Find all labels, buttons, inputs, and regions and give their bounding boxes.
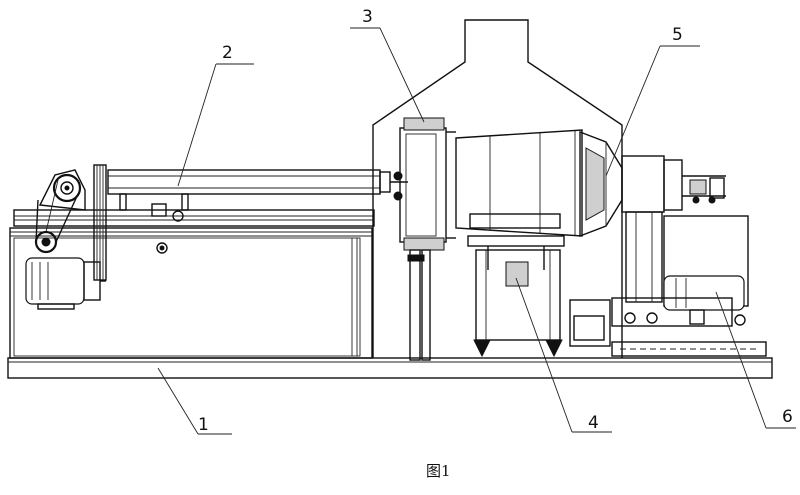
leader-lines xyxy=(157,27,796,435)
hood-housing xyxy=(372,19,623,358)
right-motor xyxy=(569,275,746,347)
right-drive xyxy=(621,155,749,307)
callout-1: 1 xyxy=(198,415,209,435)
figure-caption: 图1 xyxy=(426,462,451,480)
left-frame xyxy=(9,209,375,359)
base-plate xyxy=(7,357,773,379)
left-motor xyxy=(25,257,106,310)
drum-flange xyxy=(393,117,456,361)
callout-5: 5 xyxy=(672,25,683,45)
drum-end-cap xyxy=(579,130,623,238)
chain-rail xyxy=(611,341,767,357)
callout-3: 3 xyxy=(362,7,373,27)
support-stand xyxy=(467,235,565,358)
callout-2: 2 xyxy=(222,43,233,63)
drum-body xyxy=(455,129,583,237)
feed-conveyor xyxy=(107,169,408,222)
callout-4: 4 xyxy=(588,413,599,433)
callout-6: 6 xyxy=(782,407,793,427)
